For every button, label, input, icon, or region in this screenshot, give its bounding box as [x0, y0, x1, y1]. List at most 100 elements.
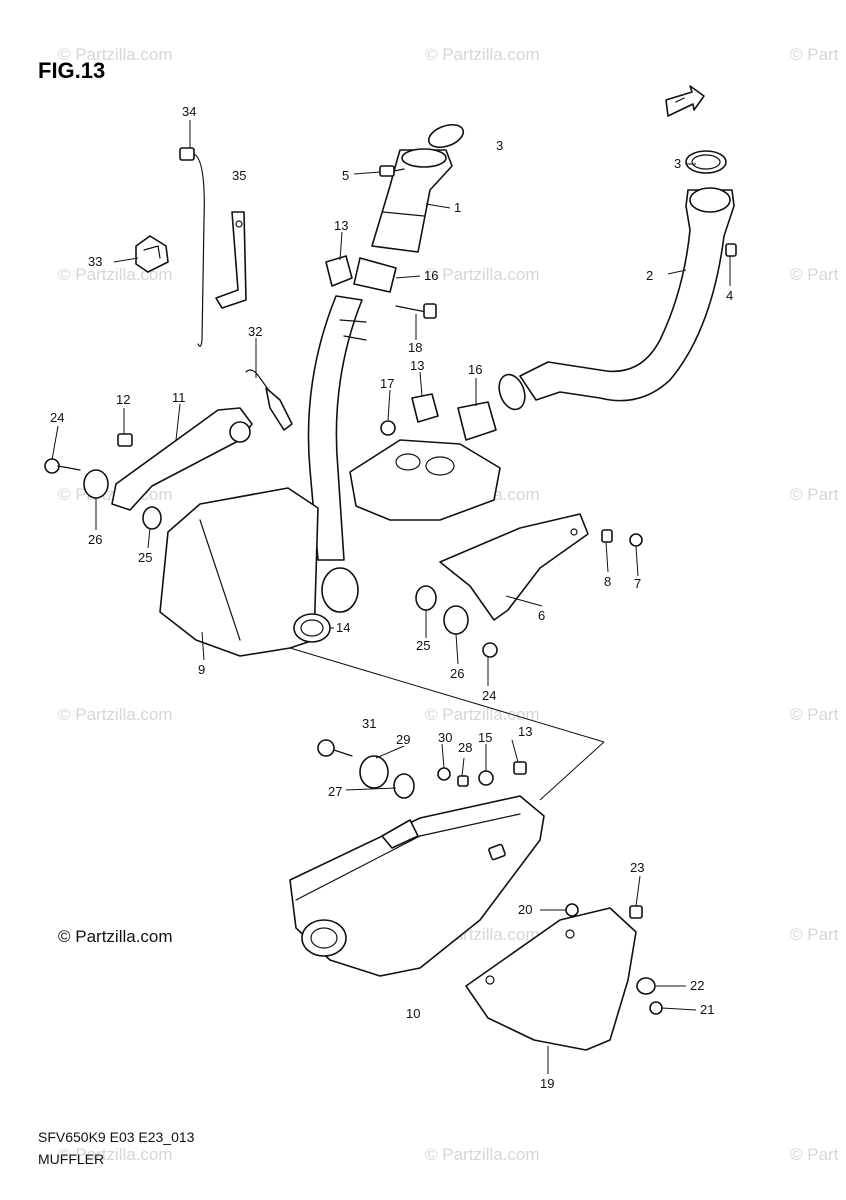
- watermark: © Part: [790, 925, 839, 944]
- callout-28: 28: [458, 740, 472, 755]
- part-16-connector-lower: [457, 401, 497, 441]
- callout-29: 29: [396, 732, 410, 747]
- leader-lines: [51, 120, 731, 1074]
- part-4-nut: [725, 243, 737, 257]
- callout-26-left: 26: [88, 532, 102, 547]
- fwd-arrow-icon: [665, 85, 705, 117]
- callout-13-upper: 13: [334, 218, 348, 233]
- part-14-ring: [293, 613, 331, 643]
- callout-4: 4: [726, 288, 733, 303]
- callout-24-left: 24: [50, 410, 64, 425]
- part-24-bolt-right: [482, 642, 498, 658]
- callout-21: 21: [700, 1002, 714, 1017]
- callout-11: 11: [172, 390, 186, 405]
- callout-16-lower: 16: [468, 362, 482, 377]
- callout-32: 32: [248, 324, 262, 339]
- callout-24-right: 24: [482, 688, 496, 703]
- part-26-rubber-right: [443, 605, 469, 635]
- part-33-clamp: [135, 235, 169, 273]
- callout-9: 9: [198, 662, 205, 677]
- part-29-rubber: [359, 755, 389, 789]
- figure-name: MUFFLER: [38, 1151, 104, 1167]
- callout-15: 15: [478, 730, 492, 745]
- part-30-washer: [437, 767, 451, 781]
- part-19-end-cover: [465, 907, 637, 1051]
- part-6-heat-shield: [439, 513, 589, 621]
- callout-31: 31: [362, 716, 376, 731]
- watermark: © Partzilla.com: [58, 705, 173, 724]
- part-7-screw: [629, 533, 643, 547]
- callout-27: 27: [328, 784, 342, 799]
- part-16-connector-upper: [353, 257, 397, 293]
- watermark: © Part: [790, 265, 839, 284]
- watermark: © Part: [790, 45, 839, 64]
- part-12-bolt: [117, 433, 133, 447]
- part-20-screw: [565, 903, 579, 917]
- callout-19: 19: [540, 1076, 554, 1091]
- watermark: © Part: [790, 485, 839, 504]
- watermark: © Partzilla.com: [425, 705, 540, 724]
- part-13-clamp-upper: [325, 255, 353, 287]
- part-21-screw: [649, 1001, 663, 1015]
- callout-5: 5: [342, 168, 349, 183]
- callout-labels: 34 35 33 32 3 3 5 1 13 16 18 13 17 16 2 …: [50, 104, 733, 1091]
- callout-13-lower: 13: [518, 724, 532, 739]
- callout-8: 8: [604, 574, 611, 589]
- callout-20: 20: [518, 902, 532, 917]
- assembly-leader: [539, 741, 605, 801]
- figure-code: SFV650K9 E03 E23_013: [38, 1129, 195, 1145]
- part-25-collar-right: [415, 585, 437, 611]
- part-23-nut: [629, 905, 643, 919]
- callout-3-rear: 3: [674, 156, 681, 171]
- part-18-bolt: [395, 303, 437, 319]
- part-28-nut: [457, 775, 469, 787]
- watermark: © Partzilla.com: [425, 265, 540, 284]
- part-8-nut: [601, 529, 613, 543]
- part-10-muffler: [289, 795, 545, 977]
- part-5-bolt: [379, 165, 405, 177]
- part-3-gasket-front: [427, 123, 465, 149]
- watermark: © Part: [790, 1145, 839, 1164]
- watermark: © Partzilla.com: [425, 1145, 540, 1164]
- part-3-gasket-rear: [685, 150, 727, 174]
- figure-title: FIG.13: [38, 58, 105, 83]
- part-32-sensor: [245, 369, 293, 431]
- callout-13-middle: 13: [410, 358, 424, 373]
- callout-16-upper: 16: [424, 268, 438, 283]
- part-11-bracket: [111, 407, 253, 511]
- callout-18: 18: [408, 340, 422, 355]
- watermark: © Partzilla.com: [58, 1145, 173, 1164]
- callout-3-front: 3: [496, 138, 503, 153]
- callout-22: 22: [690, 978, 704, 993]
- callout-2: 2: [646, 268, 653, 283]
- part-25-collar-left: [142, 506, 162, 530]
- callout-33: 33: [88, 254, 102, 269]
- part-27-collar: [393, 773, 415, 799]
- partzilla-credit: © Partzilla.com: [58, 927, 173, 946]
- part-35-bracket: [215, 211, 247, 309]
- callout-23: 23: [630, 860, 644, 875]
- part-15-bolt: [478, 761, 527, 786]
- part-2-rear-pipe: [498, 187, 735, 411]
- part-9-chamber: [159, 487, 359, 657]
- callout-1: 1: [454, 200, 461, 215]
- exhaust-pipe-center: [307, 295, 367, 561]
- callout-30: 30: [438, 730, 452, 745]
- part-17-nut: [380, 420, 396, 436]
- watermark: © Partzilla.com: [425, 45, 540, 64]
- callout-17: 17: [380, 376, 394, 391]
- part-22-grommet: [636, 977, 656, 995]
- callout-7: 7: [634, 576, 641, 591]
- callout-10: 10: [406, 1006, 420, 1021]
- callout-6: 6: [538, 608, 545, 623]
- callout-14: 14: [336, 620, 350, 635]
- part-1-front-pipe: [371, 148, 453, 253]
- assembly-leader: [289, 647, 605, 743]
- watermark: © Part: [790, 705, 839, 724]
- exhaust-collector: [349, 439, 501, 521]
- callout-12: 12: [116, 392, 130, 407]
- callout-25-left: 25: [138, 550, 152, 565]
- part-34-cable-clip: [179, 147, 205, 347]
- callout-34: 34: [182, 104, 196, 119]
